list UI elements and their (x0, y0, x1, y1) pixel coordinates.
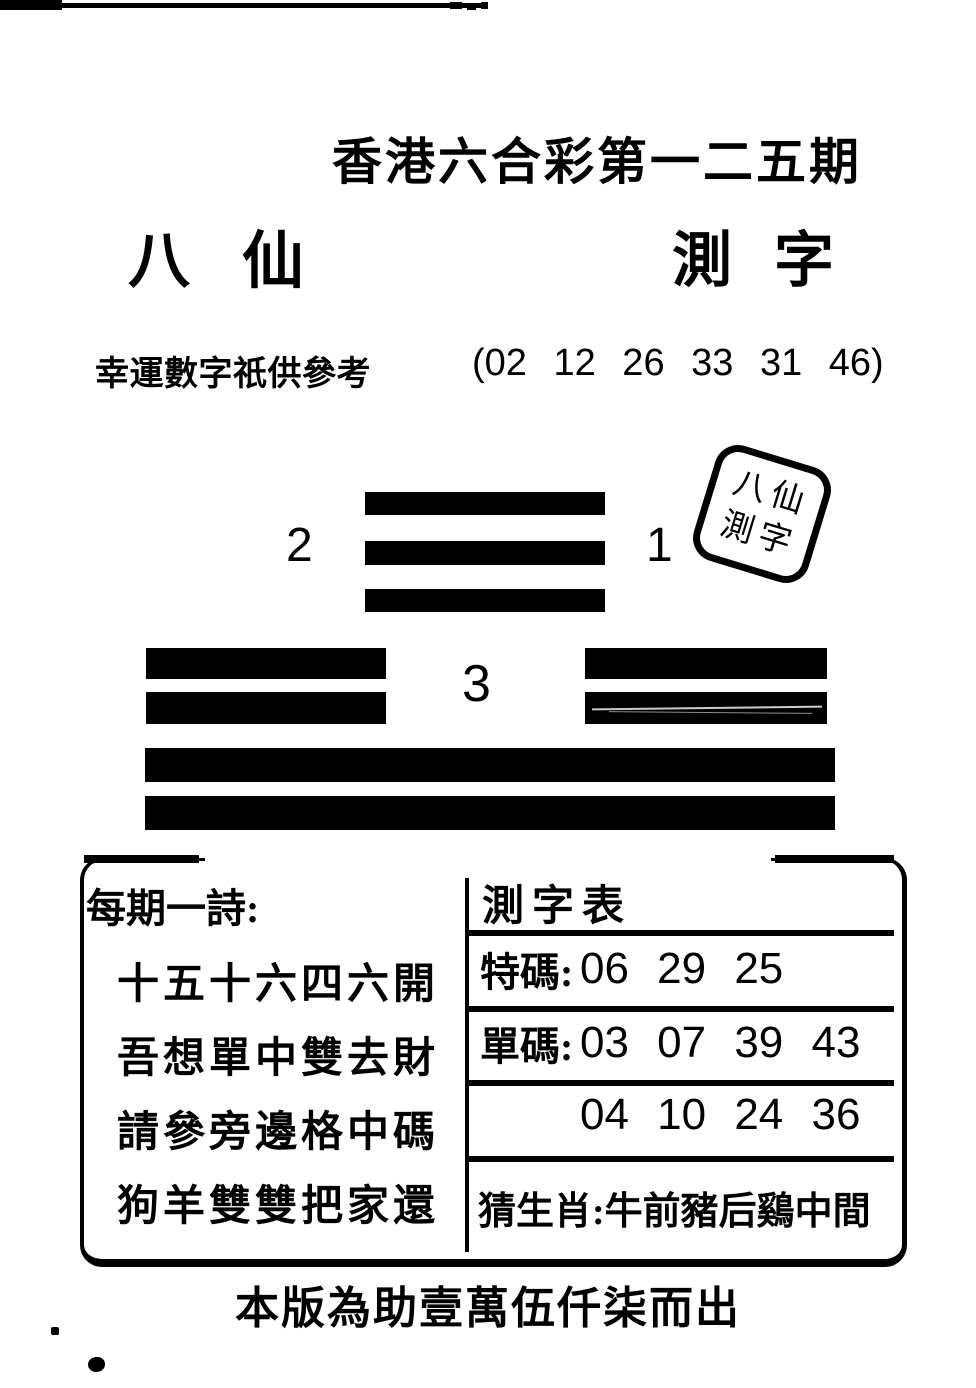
poem-line: 十五十六四六開 (117, 962, 440, 1008)
row-separator (469, 930, 894, 936)
poem-title: 每期一詩: (86, 886, 260, 931)
poem-line: 請參旁邊格中碼 (117, 1110, 440, 1156)
poem-line: 狗羊雙雙把家還 (117, 1184, 440, 1230)
trigram-top-line-1 (365, 492, 605, 515)
table-header: 測字表 (482, 884, 633, 930)
row-label: 單碼: (480, 1024, 574, 1069)
poem-line: 吾想單中雙去財 (117, 1036, 440, 1082)
ink-speck (88, 1357, 105, 1372)
footer-caption: 本版為助壹萬伍仟柒而出 (235, 1284, 741, 1333)
lucky-numbers-value: (02 12 26 33 31 46) (472, 342, 884, 384)
hexagram-solid-line-3 (145, 748, 835, 782)
frame-vertical-divider (465, 878, 469, 1252)
scan-artifact-dash (481, 2, 488, 9)
trigram-top-line-3 (365, 589, 605, 612)
trigram-top-line-2 (365, 541, 605, 565)
seal-stamp: 八仙 測字 (687, 439, 837, 589)
row-separator (469, 1156, 894, 1162)
heading-right: 測字 (672, 228, 876, 294)
hexagram-broken-line-2-right (585, 692, 827, 724)
row-label: 特碼: (480, 950, 574, 995)
ink-speck (51, 1327, 59, 1335)
hexagram-broken-line-1-right (585, 648, 827, 679)
scan-artifact-dash (467, 3, 476, 10)
row-numbers: 03 07 39 43 (580, 1018, 861, 1067)
row-numbers: 04 10 24 36 (580, 1090, 861, 1139)
table-row: 特碼: 06 29 25 (480, 940, 783, 998)
frame-top-fade (205, 852, 771, 866)
trigram-label-right: 1 (646, 519, 673, 572)
frame-top-segment-left (84, 855, 199, 863)
row-separator (469, 1006, 894, 1012)
hexagram-broken-line-2-left (146, 692, 386, 724)
table-row: 單碼: 03 07 39 43 (480, 1014, 860, 1072)
heading-left: 八仙 (128, 228, 357, 296)
trigram-label-left: 2 (286, 519, 313, 572)
hexagram-label-center: 3 (462, 655, 491, 713)
zodiac-guess: 猜生肖:牛前豬后鷄中間 (478, 1191, 871, 1233)
row-numbers: 06 29 25 (580, 944, 784, 993)
page-title: 香港六合彩第一二五期 (332, 134, 862, 190)
scan-artifact-line (0, 3, 487, 8)
table-row: 04 10 24 36 (480, 1090, 860, 1140)
row-separator (469, 1080, 894, 1086)
hexagram-broken-line-1-left (146, 648, 386, 679)
scan-artifact-blob (0, 0, 62, 10)
frame-top-segment-right (775, 855, 894, 863)
lucky-numbers-label: 幸運數字祇供參考 (95, 356, 371, 393)
scan-artifact-dash (450, 2, 462, 9)
hexagram-solid-line-4 (145, 796, 835, 830)
